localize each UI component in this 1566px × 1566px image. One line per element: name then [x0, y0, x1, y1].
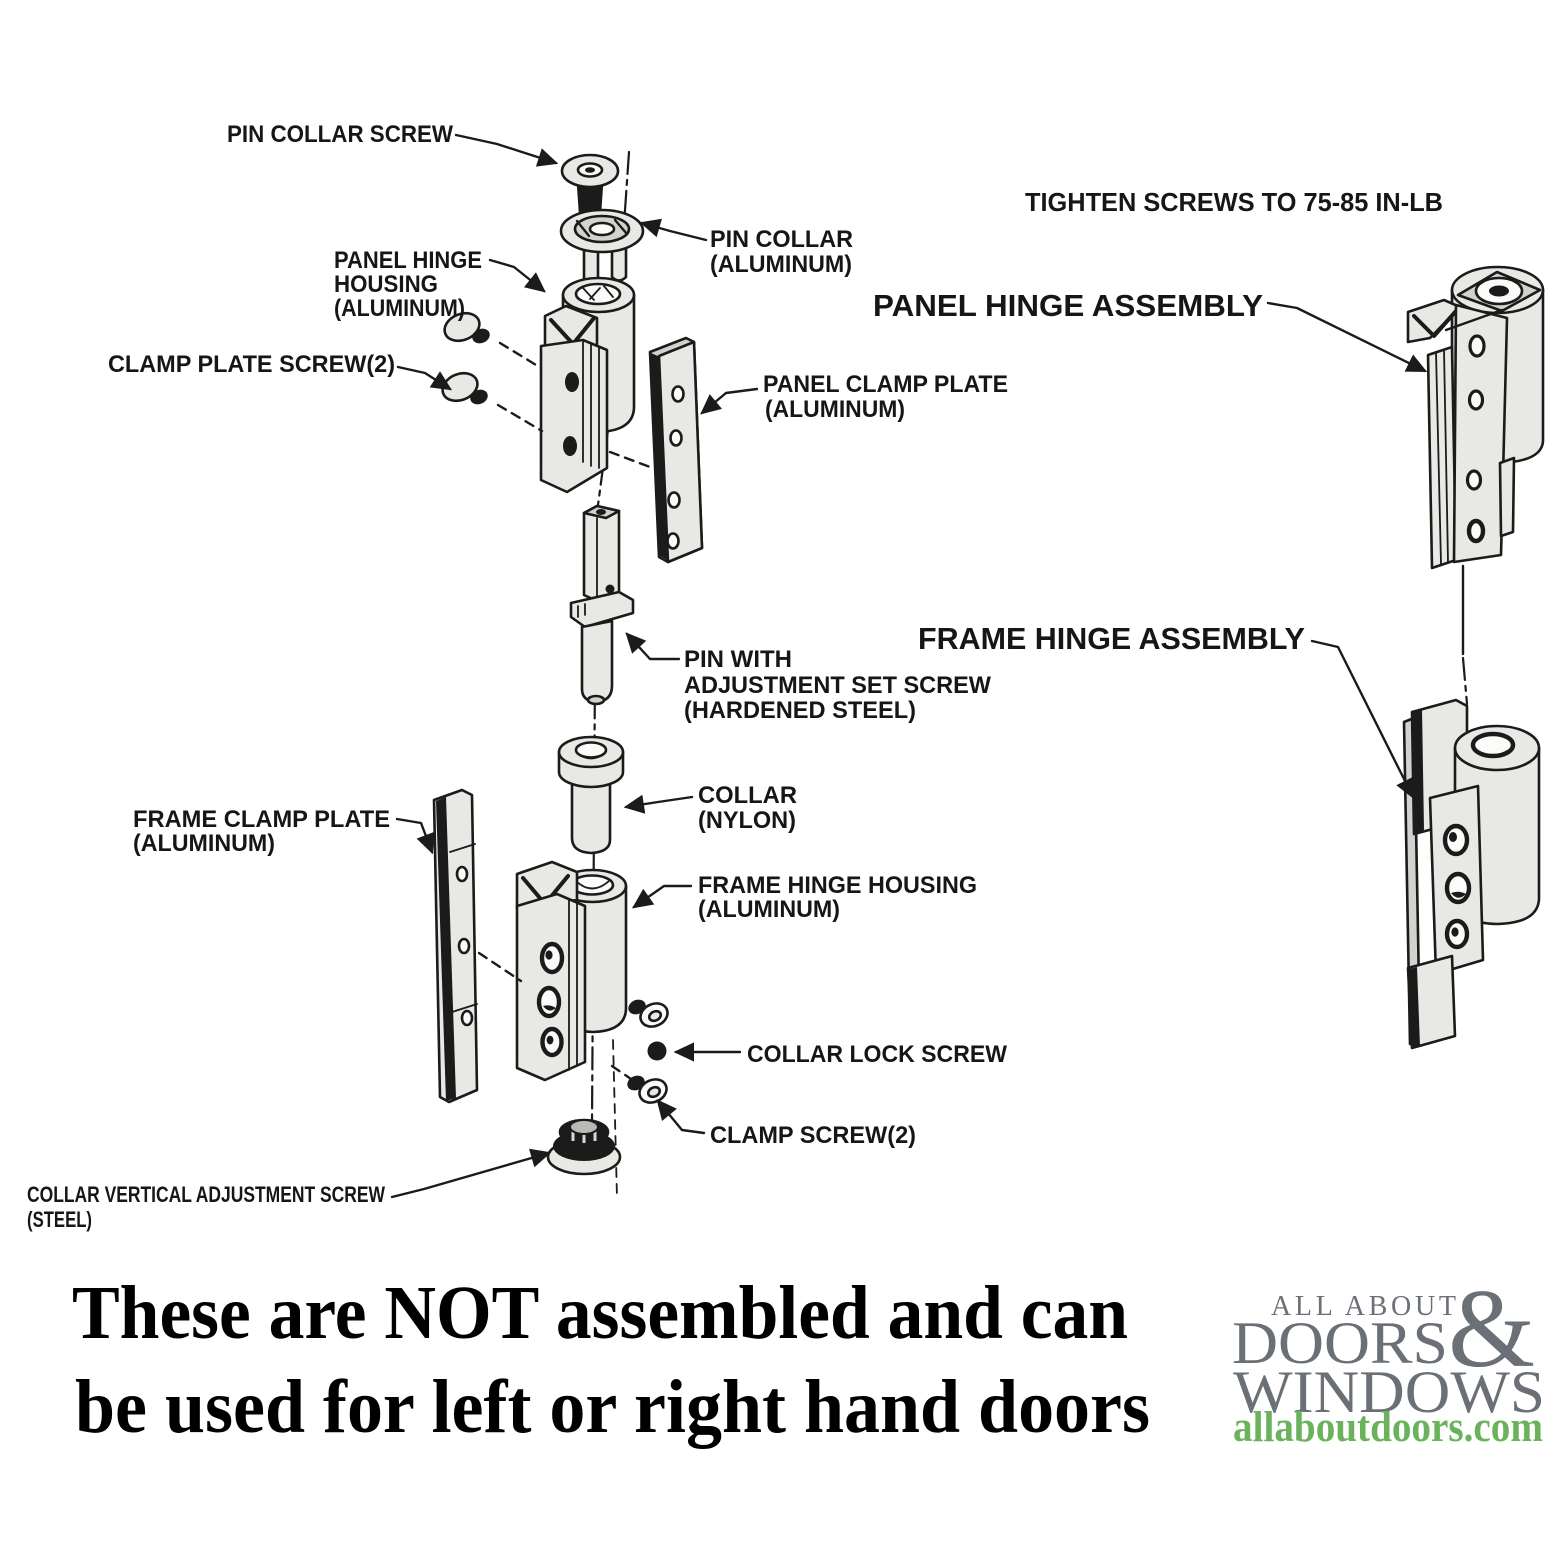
label-clamp-plate-screw: CLAMP PLATE SCREW(2) — [108, 351, 395, 378]
label-frame-hinge-housing-1: FRAME HINGE HOUSING — [698, 872, 977, 899]
leader-lines — [390, 133, 1428, 1199]
label-panel-hinge-housing-1: PANEL HINGE — [334, 247, 482, 274]
label-panel-hinge-assembly: PANEL HINGE ASSEMBLY — [873, 288, 1263, 323]
collar-lock-screw-part — [647, 1041, 667, 1061]
leader-clamp-plate-screw — [396, 365, 453, 391]
caption-line-1: These are NOT assembled and can — [72, 1271, 1128, 1355]
label-frame-clamp-plate-2: (ALUMINUM) — [133, 830, 275, 857]
logo-ampersand: & — [1448, 1267, 1535, 1391]
collar-nylon-part — [557, 735, 625, 855]
logo-all-about: ALL ABOUT — [1271, 1291, 1456, 1322]
note-tighten-screws: TIGHTEN SCREWS TO 75-85 IN-LB — [1025, 187, 1443, 217]
label-pin-2: ADJUSTMENT SET SCREW — [684, 672, 991, 699]
label-clamp-screw: CLAMP SCREW(2) — [710, 1122, 916, 1149]
clamp-screws-part — [627, 999, 669, 1104]
company-logo: ALL ABOUT & DOORS WINDOWS allaboutdoors.… — [1232, 1267, 1545, 1451]
leader-panel-hinge-housing — [488, 258, 546, 293]
annotation-labels: PIN COLLAR SCREW PIN COLLAR (ALUMINUM) P… — [27, 121, 1443, 1232]
label-pin-collar-screw: PIN COLLAR SCREW — [227, 121, 453, 148]
label-panel-hinge-housing-3: (ALUMINUM) — [334, 295, 465, 322]
logo-website-url: allaboutdoors.com — [1233, 1404, 1543, 1451]
caption: These are NOT assembled and can be used … — [72, 1271, 1150, 1449]
label-panel-clamp-plate-1: PANEL CLAMP PLATE — [763, 371, 1008, 398]
label-pin-collar-1: PIN COLLAR — [710, 226, 853, 253]
leader-collar-vertical-screw — [390, 1148, 552, 1199]
caption-line-2: be used for left or right hand doors — [75, 1365, 1150, 1449]
label-pin-collar-2: (ALUMINUM) — [710, 251, 852, 278]
panel-hinge-assembly-part — [1406, 265, 1545, 706]
collar-vertical-adjustment-screw-part — [546, 1118, 622, 1176]
label-collar-vertical-screw-2: (STEEL) — [27, 1207, 92, 1232]
frame-hinge-housing-part — [515, 860, 633, 1082]
label-pin-3: (HARDENED STEEL) — [684, 697, 916, 724]
label-collar-1: COLLAR — [698, 782, 797, 809]
logo-windows: WINDOWS — [1233, 1359, 1545, 1425]
pin-collar-part — [559, 208, 645, 289]
label-collar-lock-screw: COLLAR LOCK SCREW — [747, 1041, 1007, 1068]
leader-pin-collar — [639, 218, 708, 242]
logo-doors: DOORS — [1232, 1310, 1448, 1376]
pin-collar-screw-part — [560, 153, 620, 214]
label-pin-1: PIN WITH — [684, 646, 792, 673]
leader-frame-hinge-housing — [632, 884, 693, 909]
pin-with-set-screw-part — [569, 504, 635, 706]
label-panel-hinge-housing-2: HOUSING — [334, 271, 438, 298]
panel-clamp-plate-part — [608, 336, 704, 564]
leader-pin — [625, 632, 681, 661]
leader-panel-assembly — [1266, 301, 1428, 373]
leader-clamp-screw — [656, 1099, 706, 1135]
frame-clamp-plate-part — [432, 788, 523, 1104]
leader-panel-clamp-plate — [700, 387, 759, 415]
label-collar-vertical-screw-1: COLLAR VERTICAL ADJUSTMENT SCREW — [27, 1182, 385, 1207]
clamp-plate-screws-part — [441, 311, 544, 433]
label-frame-clamp-plate-1: FRAME CLAMP PLATE — [133, 806, 390, 833]
panel-hinge-housing-part — [539, 276, 636, 494]
leader-pin-collar-screw — [454, 133, 559, 167]
label-frame-hinge-assembly: FRAME HINGE ASSEMBLY — [918, 621, 1305, 656]
label-collar-2: (NYLON) — [698, 807, 796, 834]
leader-frame-clamp-plate — [395, 817, 435, 855]
frame-hinge-assembly-part — [1402, 698, 1541, 1050]
leader-collar — [623, 794, 694, 814]
leader-frame-assembly — [1310, 639, 1415, 800]
label-frame-hinge-housing-2: (ALUMINUM) — [698, 896, 840, 923]
label-panel-clamp-plate-2: (ALUMINUM) — [765, 396, 905, 423]
